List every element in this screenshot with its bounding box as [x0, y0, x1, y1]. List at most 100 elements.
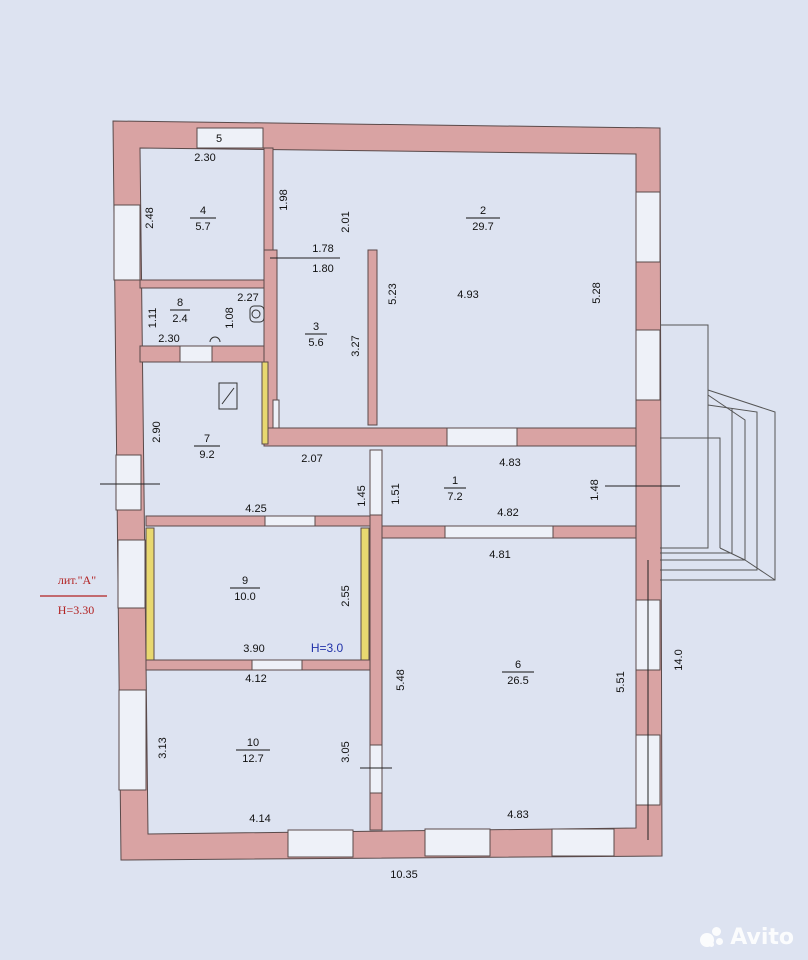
- avito-logo-icon: [700, 926, 726, 949]
- avito-watermark-text: Avito: [730, 925, 794, 950]
- window-bottom-3: [551, 828, 615, 857]
- room-2-area: 29.7: [472, 221, 493, 233]
- partition-7-9: [145, 515, 371, 527]
- dim-r8-width: 2.27: [237, 292, 258, 304]
- porch-diag-2: [744, 559, 776, 581]
- window-bottom-2: [424, 828, 491, 857]
- dim-r6-left: 5.48: [395, 669, 407, 690]
- room-3-area: 5.6: [308, 337, 323, 349]
- room-8-number: 8: [177, 297, 183, 309]
- door-1-6: [444, 525, 554, 539]
- window-top-5: [196, 127, 264, 149]
- room-10-area: 12.7: [242, 753, 263, 765]
- dim-r1-right: 1.48: [589, 479, 601, 500]
- door-9-10: [251, 659, 303, 671]
- dim-r1-top: 4.83: [499, 457, 520, 469]
- dim-total-height: 14.0: [673, 649, 685, 670]
- room-labels: 5 4 5.7 2 29.7 8 2.4 3 5.6 7 9.2 1 7.2 9…: [170, 133, 534, 765]
- room-5-number: 5: [216, 133, 222, 145]
- trim-9-right: [360, 527, 370, 661]
- dim-r5-width: 2.30: [194, 152, 215, 164]
- room-6-number: 6: [515, 659, 521, 671]
- room-1-number: 1: [452, 475, 458, 487]
- dim-r8-bottom: 2.30: [158, 333, 179, 345]
- dim-r10-bottom: 4.14: [249, 813, 270, 825]
- partitions: [139, 147, 637, 831]
- lit-label: лит."А": [58, 573, 96, 587]
- fixtures: [209, 305, 265, 410]
- porch-diag-1: [719, 547, 746, 561]
- porch-rect: [660, 324, 709, 439]
- door-10-6: [369, 744, 383, 794]
- room-9-number: 9: [242, 575, 248, 587]
- window-left-1: [113, 204, 141, 281]
- window-left-2: [115, 454, 142, 511]
- height-label: Н=3.30: [58, 603, 94, 617]
- dim-r4-right: 1.98: [278, 189, 290, 210]
- room-9-area: 10.0: [234, 591, 255, 603]
- window-left-4: [118, 689, 147, 791]
- dim-r3-top2: 1.80: [312, 263, 333, 275]
- dim-r3-top1: 1.78: [312, 243, 333, 255]
- window-right-2: [635, 329, 661, 401]
- door-2-1: [446, 427, 518, 447]
- room-8-area: 2.4: [172, 313, 187, 325]
- dim-r10-side: 3.13: [157, 737, 169, 758]
- dim-r2-right: 5.28: [591, 282, 603, 303]
- stove-line: [221, 387, 235, 405]
- door-8: [179, 345, 213, 363]
- dim-lines: [100, 257, 680, 840]
- porch-step-1: [660, 437, 721, 549]
- room-10-number: 10: [247, 737, 259, 749]
- dim-r10-right: 3.05: [340, 741, 352, 762]
- dim-r1-bottom: 4.82: [497, 507, 518, 519]
- windows: [113, 127, 661, 858]
- trim-7-left: [261, 361, 269, 445]
- trim-9-left: [145, 527, 155, 661]
- dim-r9-side: 2.55: [340, 585, 352, 606]
- sink-icon: [209, 336, 221, 343]
- room-2-number: 2: [480, 205, 486, 217]
- door-3: [272, 399, 280, 429]
- dim-r6-top: 4.81: [489, 549, 510, 561]
- dim-r8-side: 1.11: [147, 308, 159, 329]
- dim-r6-right: 5.51: [615, 671, 627, 692]
- room-4-area: 5.7: [195, 221, 210, 233]
- porch-step-5: [660, 408, 733, 554]
- partition-3-right: [367, 249, 378, 426]
- porch-step-4: [660, 389, 776, 581]
- dim-r4-side: 2.48: [144, 207, 156, 228]
- toilet-bowl: [251, 309, 261, 319]
- partition-4-8: [139, 279, 274, 289]
- room-3-number: 3: [313, 321, 319, 333]
- window-bottom-1: [287, 829, 354, 858]
- room-7-area: 9.2: [199, 449, 214, 461]
- dim-r2-width: 4.93: [457, 289, 478, 301]
- dimension-labels: 2.30 2.48 1.98 2.01 1.78 1.80 5.23 4.93 …: [144, 152, 685, 881]
- dim-r8-door: 1.08: [224, 307, 236, 328]
- dim-r1-left1: 1.45: [356, 485, 368, 506]
- room-7-number: 7: [204, 433, 210, 445]
- inner-height-label: Н=3.0: [311, 641, 344, 655]
- dim-r7-bottom: 4.25: [245, 503, 266, 515]
- dim-r10-top: 4.12: [245, 673, 266, 685]
- dim-r7-width: 2.07: [301, 453, 322, 465]
- dim-r2-left: 2.01: [340, 211, 352, 232]
- porch: [660, 324, 776, 581]
- doors: [179, 345, 554, 794]
- door-corridor: [369, 449, 383, 516]
- room-1-area: 7.2: [447, 491, 462, 503]
- dim-r1-left2: 1.51: [390, 483, 402, 504]
- dim-r6-bottom: 4.83: [507, 809, 528, 821]
- door-7-9: [264, 515, 316, 527]
- dim-r3-left: 5.23: [387, 283, 399, 304]
- stove-icon: [218, 382, 238, 410]
- dim-r9-bottom: 3.90: [243, 643, 264, 655]
- dim-r7-side: 2.90: [151, 421, 163, 442]
- dim-total-width: 10.35: [390, 869, 418, 881]
- avito-watermark: Avito: [700, 925, 794, 950]
- room-6-area: 26.5: [507, 675, 528, 687]
- toilet-icon: [249, 305, 265, 323]
- room-4-number: 4: [200, 205, 206, 217]
